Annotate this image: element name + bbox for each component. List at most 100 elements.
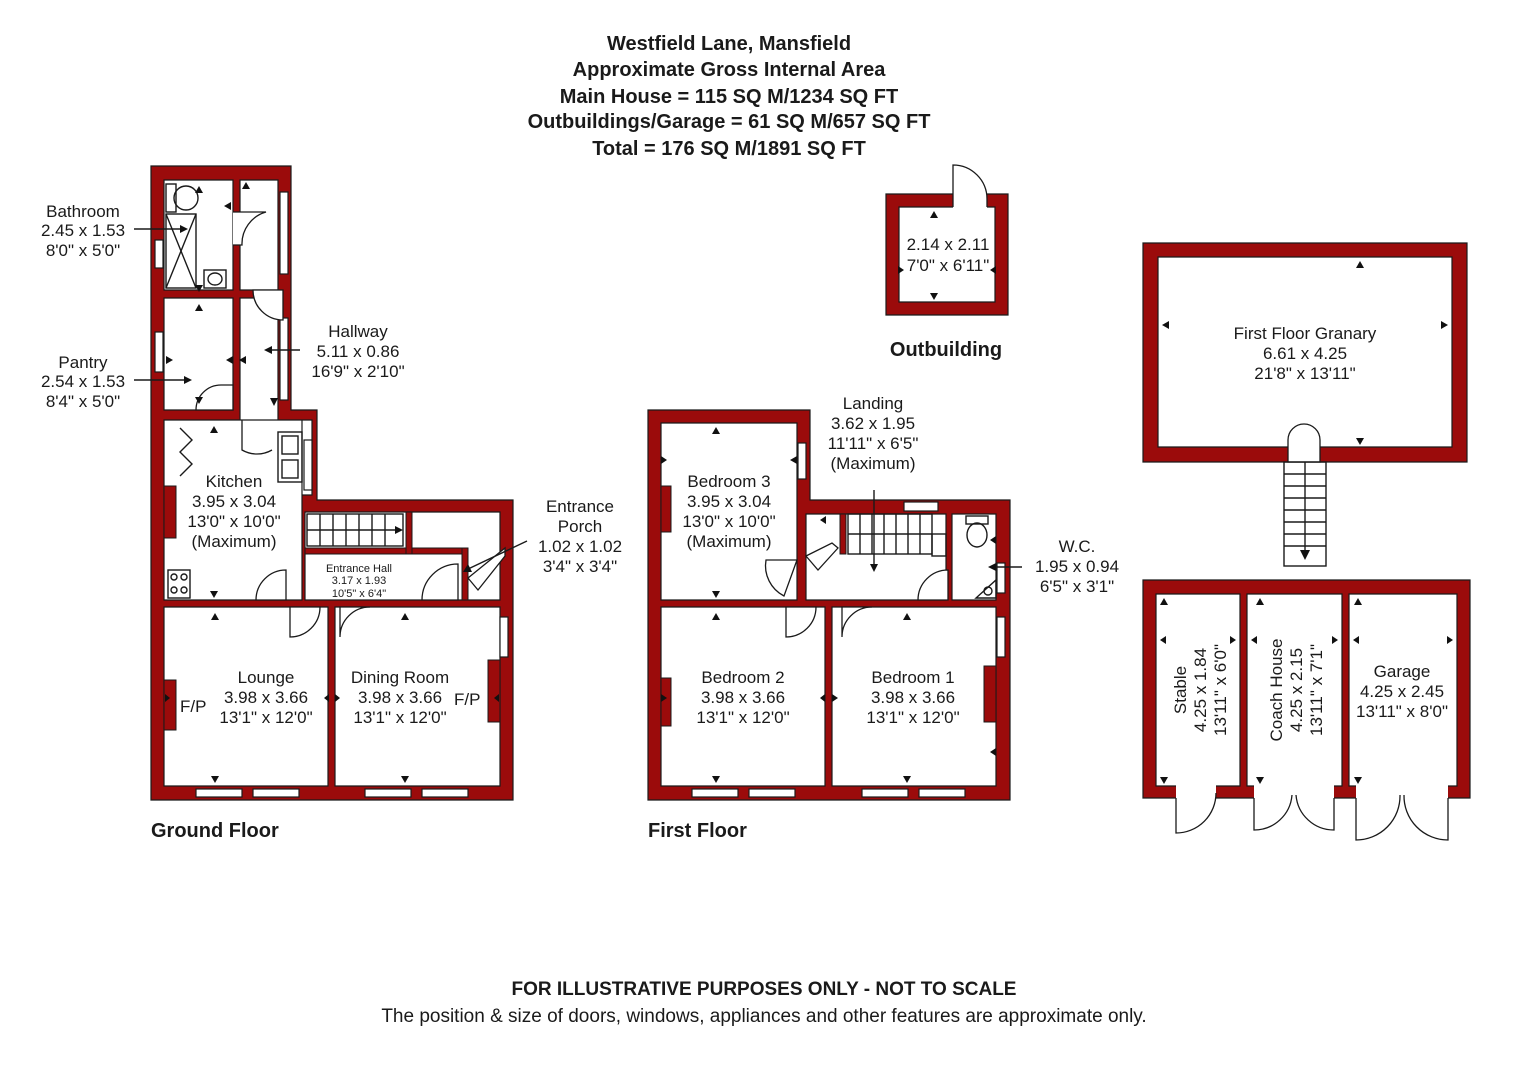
first-floor-plan: Bedroom 3 3.95 x 3.04 13'0" x 10'0" (Max… <box>647 394 1119 842</box>
kitchen-label: Kitchen 3.95 x 3.04 13'0" x 10'0" (Maxim… <box>187 472 280 551</box>
lounge-metric: 3.98 x 3.66 <box>224 688 308 707</box>
first-leader-lines <box>870 490 1022 572</box>
outbuilding-walls <box>885 193 1009 316</box>
landing-metric: 3.62 x 1.95 <box>831 414 915 433</box>
hallway-label: Hallway 5.11 x 0.86 16'9" x 2'10" <box>311 322 404 381</box>
lounge-label: Lounge 3.98 x 3.66 13'1" x 12'0" <box>219 668 312 727</box>
bathroom-fittings <box>165 183 227 289</box>
entrance-porch-metric: 1.02 x 1.02 <box>538 537 622 556</box>
garage-block-plan: Stable 4.25 x 1.84 13'11" x 6'0" Coach H… <box>1142 579 1471 841</box>
outbuilding-label: Outbuilding <box>890 339 1002 361</box>
bedroom2-name: Bedroom 2 <box>701 668 784 687</box>
bedroom3-label: Bedroom 3 3.95 x 3.04 13'0" x 10'0" (Max… <box>682 472 775 551</box>
outbuilding-door <box>952 164 988 207</box>
bathroom-door <box>233 211 267 246</box>
header: Westfield Lane, Mansfield Approximate Gr… <box>528 33 931 160</box>
ground-leader-lines <box>134 225 528 572</box>
ground-floor-label: Ground Floor <box>151 820 279 842</box>
granary-metric: 6.61 x 4.25 <box>1263 344 1347 363</box>
hallway-metric: 5.11 x 0.86 <box>317 342 400 361</box>
bedroom1-door <box>841 606 873 638</box>
garage-imperial: 13'11" x 8'0" <box>1356 702 1448 721</box>
first-measure-marks <box>661 427 996 783</box>
bedroom3-door <box>764 559 798 597</box>
pantry-label: Pantry 2.54 x 1.53 8'4" x 5'0" <box>41 353 125 411</box>
stable-imperial: 13'11" x 6'0" <box>1211 644 1230 736</box>
bathroom-imperial: 8'0" x 5'0" <box>46 241 120 260</box>
coach-door-left <box>1253 794 1293 831</box>
bedroom2-label: Bedroom 2 3.98 x 3.66 13'1" x 12'0" <box>696 668 789 727</box>
dining-window-b <box>421 788 469 798</box>
bedroom2-door <box>785 606 817 638</box>
wc-fittings <box>965 515 997 599</box>
entrance-porch-imperial: 3'4" x 3'4" <box>543 557 617 576</box>
granary-hatch <box>1287 423 1321 463</box>
area-heading: Approximate Gross Internal Area <box>573 59 887 81</box>
wc-metric: 1.95 x 0.94 <box>1035 557 1119 576</box>
main-house-area: Main House = 115 SQ M/1234 SQ FT <box>560 86 898 108</box>
coach-house-label: Coach House 4.25 x 2.15 13'11" x 7'1" <box>1267 638 1326 741</box>
bedroom3-chimney <box>660 485 672 533</box>
garage-door-left <box>1355 794 1401 841</box>
lounge-imperial: 13'1" x 12'0" <box>219 708 312 727</box>
bedroom1-imperial: 13'1" x 12'0" <box>866 708 959 727</box>
stable-door <box>1175 792 1217 834</box>
pantry-window <box>154 331 164 373</box>
first-floor-label: First Floor <box>648 820 747 842</box>
outbuilding-measure-marks <box>898 211 996 300</box>
pantry-imperial: 8'4" x 5'0" <box>46 392 120 411</box>
bedroom1-name: Bedroom 1 <box>871 668 954 687</box>
lounge-chimney <box>163 679 177 731</box>
coach-house-imperial: 13'11" x 7'1" <box>1307 644 1326 736</box>
coach-house-name: Coach House <box>1267 638 1286 741</box>
outbuilding-plan: 2.14 x 2.11 7'0" x 6'11" Outbuilding <box>885 164 1009 361</box>
bedroom2-metric: 3.98 x 3.66 <box>701 688 785 707</box>
stable-name: Stable <box>1171 666 1190 714</box>
bedroom1-window-b <box>918 788 966 798</box>
entrance-hall-imperial: 10'5" x 6'4" <box>332 588 386 600</box>
kitchen-chimney <box>163 485 177 539</box>
store-door <box>421 563 459 601</box>
bedroom3-note: (Maximum) <box>687 532 772 551</box>
kitchen-note: (Maximum) <box>192 532 277 551</box>
entrance-porch-label: Entrance Porch 1.02 x 1.02 3'4" x 3'4" <box>538 497 622 576</box>
wc-door <box>917 569 949 601</box>
stable-metric: 4.25 x 1.84 <box>1191 648 1210 732</box>
pantry-name: Pantry <box>58 353 108 372</box>
kitchen-metric: 3.95 x 3.04 <box>192 492 276 511</box>
coach-door-opening <box>1254 784 1334 800</box>
entrance-hall-metric: 3.17 x 1.93 <box>332 575 386 587</box>
wc-window <box>996 562 1006 594</box>
dining-metric: 3.98 x 3.66 <box>358 688 442 707</box>
bedroom3-window <box>797 442 807 480</box>
bedroom3-imperial: 13'0" x 10'0" <box>682 512 775 531</box>
plan-title: Westfield Lane, Mansfield <box>607 33 851 55</box>
ground-measure-marks <box>165 182 499 783</box>
garage-door-opening <box>1356 784 1448 800</box>
lounge-door <box>289 606 321 638</box>
lounge-window-b <box>252 788 300 798</box>
bedroom1-window-a <box>861 788 909 798</box>
hallway-imperial: 16'9" x 2'10" <box>311 362 404 381</box>
hallway-name: Hallway <box>328 322 388 341</box>
stair-partition <box>304 547 468 555</box>
landing-name: Landing <box>843 394 904 413</box>
dining-fireplace-label: F/P <box>454 690 480 709</box>
entrance-porch-name-1: Entrance <box>546 497 614 516</box>
granary-walls <box>1142 242 1468 463</box>
lounge-fireplace-label: F/P <box>180 697 206 716</box>
outbuilding-metric: 2.14 x 2.11 <box>907 235 990 254</box>
first-stairs <box>847 513 947 557</box>
bedroom3-metric: 3.95 x 3.04 <box>687 492 771 511</box>
garage-measure-marks <box>1160 598 1453 784</box>
first-floor-walls <box>647 409 1011 801</box>
kitchen-fittings <box>167 427 303 599</box>
pantry-metric: 2.54 x 1.53 <box>41 372 125 391</box>
kitchen-hall-door <box>241 420 273 455</box>
kitchen-imperial: 13'0" x 10'0" <box>187 512 280 531</box>
garage-name: Garage <box>1374 662 1431 681</box>
dining-window-side <box>499 616 509 658</box>
entrance-porch-name-2: Porch <box>558 517 602 536</box>
dining-name: Dining Room <box>351 668 449 687</box>
bedroom2-window-b <box>748 788 796 798</box>
